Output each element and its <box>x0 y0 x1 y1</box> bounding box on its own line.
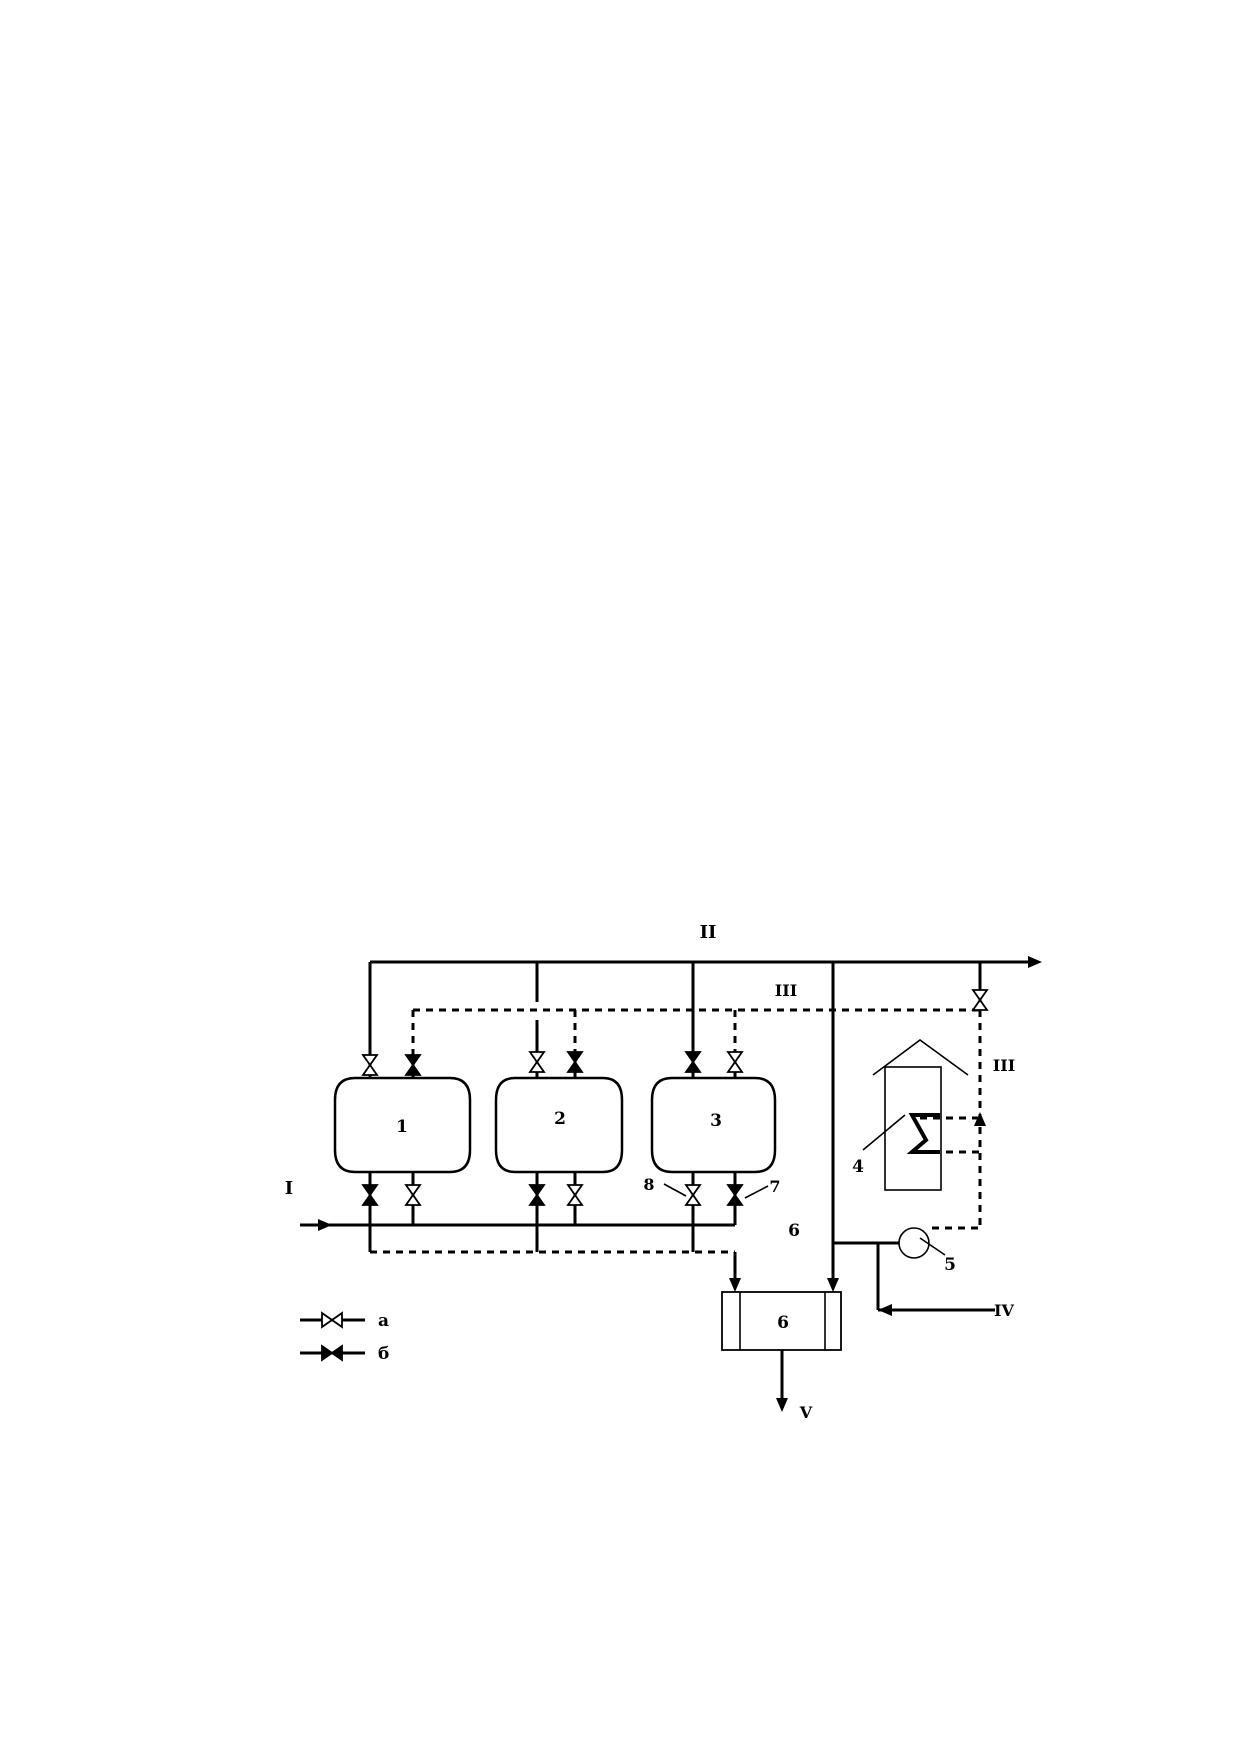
valve-open-icon[interactable] <box>971 989 989 1011</box>
legend <box>300 1311 365 1362</box>
label-unit-6: 6 <box>777 1313 789 1333</box>
stream-III-line <box>411 962 986 1230</box>
valve-open-icon[interactable] <box>361 1054 379 1076</box>
vessel-top-nozzles <box>368 1010 737 1078</box>
vessel-bottom-nozzles <box>368 1172 737 1252</box>
label-stream-III-right: III <box>993 1056 1015 1075</box>
label-stream-V: V <box>799 1403 813 1422</box>
legend-label-closed: б <box>378 1344 389 1364</box>
label-callout-6: 6 <box>788 1221 800 1241</box>
pump-suction-line <box>833 1241 995 1316</box>
valve-closed-icon[interactable] <box>528 1184 546 1206</box>
legend-open-valve-icon <box>321 1311 343 1329</box>
valve-closed-icon[interactable] <box>726 1184 744 1206</box>
vessel-1 <box>333 1076 472 1174</box>
label-stream-III-top: III <box>775 981 797 1000</box>
vessel-2 <box>494 1076 624 1174</box>
label-stream-II: II <box>700 922 717 943</box>
stream-I-feed-line <box>300 1219 735 1231</box>
valve-closed-icon[interactable] <box>566 1051 584 1073</box>
label-vessel-2: 2 <box>554 1109 566 1129</box>
tank-6 <box>721 1291 842 1351</box>
furnace-icon <box>862 1039 969 1191</box>
label-vessel-1: 1 <box>396 1117 408 1137</box>
label-unit-4: 4 <box>852 1157 864 1177</box>
legend-closed-valve-icon <box>321 1344 343 1362</box>
valve-open-icon[interactable] <box>404 1184 422 1206</box>
valve-open-icon[interactable] <box>566 1184 584 1206</box>
valve-open-icon[interactable] <box>684 1184 702 1206</box>
label-vessel-3: 3 <box>710 1111 722 1131</box>
valve-open-icon[interactable] <box>528 1051 546 1073</box>
bottom-dashed-collector <box>370 1250 741 1292</box>
valve-closed-icon[interactable] <box>361 1184 379 1206</box>
vessel-3 <box>650 1076 777 1174</box>
valve-closed-icon[interactable] <box>404 1054 422 1076</box>
legend-label-open: а <box>378 1311 389 1331</box>
valve-open-icon[interactable] <box>726 1051 744 1073</box>
label-callout-7: 7 <box>769 1177 780 1196</box>
pump-icon <box>898 1227 946 1259</box>
valve-closed-icon[interactable] <box>684 1051 702 1073</box>
label-unit-5: 5 <box>944 1255 956 1275</box>
label-stream-I: I <box>285 1178 293 1199</box>
label-stream-IV: IV <box>994 1301 1014 1320</box>
stream-V-outlet <box>776 1350 788 1412</box>
callout-lines <box>663 1183 769 1199</box>
stream-II-header <box>370 956 1042 968</box>
label-callout-8: 8 <box>643 1175 654 1194</box>
